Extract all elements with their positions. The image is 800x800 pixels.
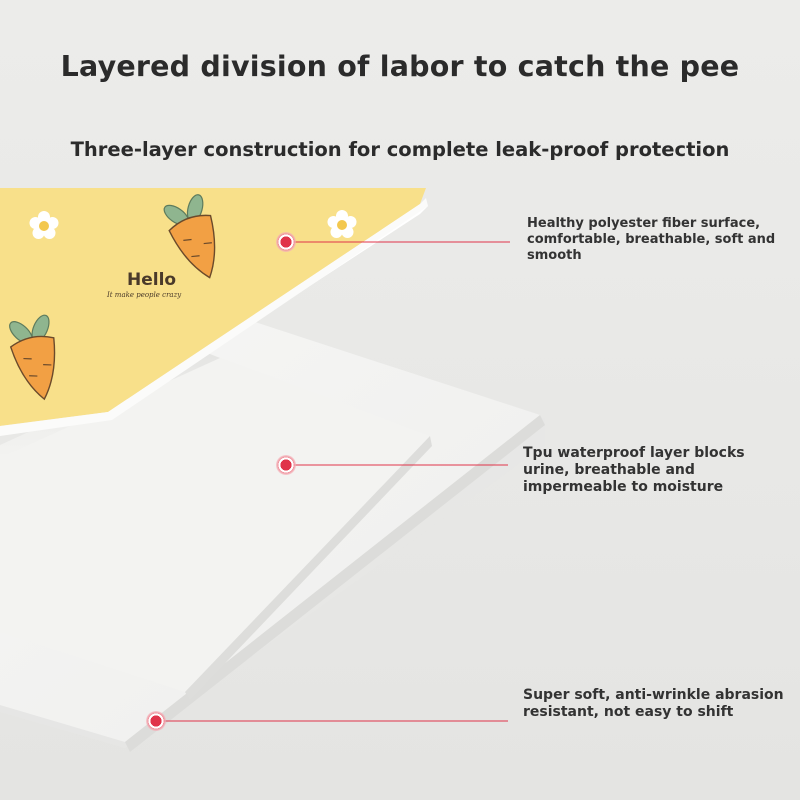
pad-print-tagline: It make people crazy — [106, 291, 182, 299]
flower-icon — [29, 211, 59, 239]
top-layer-sheet — [0, 188, 428, 436]
carrot-icon — [163, 194, 216, 279]
callout-middle-layer: Tpu waterproof layer blocks urine, breat… — [523, 445, 745, 496]
carrot-icon — [9, 314, 56, 401]
marker-dot-icon — [276, 455, 296, 475]
marker-dot-icon — [276, 232, 296, 252]
callout-bottom-layer: Super soft, anti-wrinkle abrasion resist… — [523, 687, 784, 721]
pad-print-text: Hello — [127, 270, 176, 290]
marker-dot-icon — [146, 711, 166, 731]
flower-icon — [327, 210, 357, 238]
page-subtitle: Three-layer construction for complete le… — [70, 138, 730, 161]
page-title: Layered division of labor to catch the p… — [60, 50, 740, 83]
callout-top-layer: Healthy polyester fiber surface, comfort… — [527, 216, 776, 263]
